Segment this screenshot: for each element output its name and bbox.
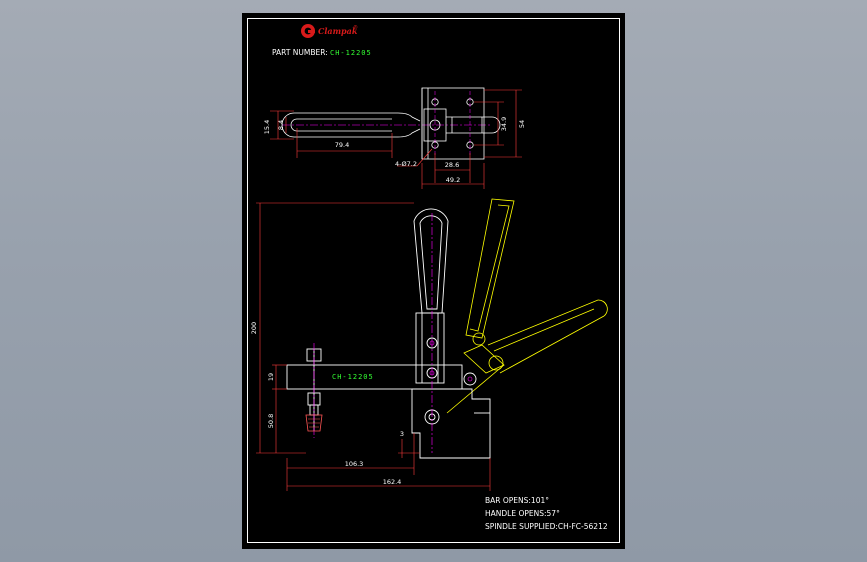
dim-200: 200 xyxy=(250,322,258,334)
top-view-dimensions xyxy=(270,89,522,189)
side-view-body xyxy=(286,208,491,459)
dim-54: 54 xyxy=(518,120,526,128)
open-position-outline xyxy=(446,198,608,414)
dim-4-holes: 4-Ø7.2 xyxy=(395,160,417,168)
dim-106-3: 106.3 xyxy=(345,460,364,468)
drawing-sheet: Clampak ® PART NUMBER: CH-12205 xyxy=(242,13,625,549)
dim-162-4: 162.4 xyxy=(383,478,402,486)
dim-50-8: 50.8 xyxy=(267,414,275,428)
dim-79-4: 79.4 xyxy=(335,141,349,149)
part-number-value: CH-12205 xyxy=(330,49,372,57)
arm-part-label: CH-12205 xyxy=(332,373,374,381)
note-bar-opens: BAR OPENS:101° xyxy=(485,496,549,505)
clampak-logo: Clampak ® xyxy=(301,24,358,38)
dim-28-6: 28.6 xyxy=(445,161,459,169)
dim-15-4: 15.4 xyxy=(263,120,271,134)
dim-8-4: 8.4 xyxy=(277,120,285,130)
note-handle-opens: HANDLE OPENS:57° xyxy=(485,509,560,518)
dim-34-9: 34.9 xyxy=(500,117,508,131)
dim-49-2: 49.2 xyxy=(446,176,460,184)
technical-drawing: Clampak ® PART NUMBER: CH-12205 xyxy=(247,18,620,543)
dim-19: 19 xyxy=(267,373,275,381)
brand-registered-mark: ® xyxy=(353,24,358,31)
sheet-border xyxy=(247,18,620,543)
note-spindle-supplied: SPINDLE SUPPLIED:CH-FC-56212 xyxy=(485,522,608,531)
side-view-dimensions xyxy=(256,202,491,491)
part-number-label: PART NUMBER: xyxy=(272,48,328,57)
brand-logo-text: Clampak xyxy=(318,26,358,36)
spindle-pad xyxy=(305,414,323,432)
dim-3: 3 xyxy=(400,430,404,438)
center-lines xyxy=(313,213,473,453)
top-view xyxy=(281,87,501,160)
